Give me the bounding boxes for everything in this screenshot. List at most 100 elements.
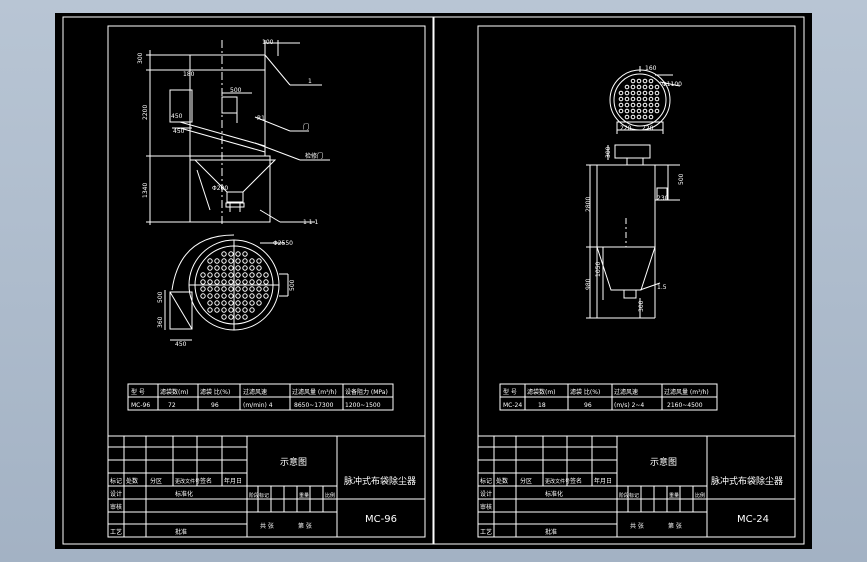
dim-text: 980 bbox=[585, 278, 592, 290]
filter-bag-hole bbox=[636, 114, 642, 120]
filter-bag-hole bbox=[642, 96, 648, 102]
left-sheet-text: 300 2200 1340 500 450 450 180 R1 Φ200 Φ2… bbox=[110, 39, 416, 536]
filter-bag-hole bbox=[630, 90, 636, 96]
filter-bag-hole bbox=[214, 272, 220, 278]
filter-bag-hole bbox=[636, 78, 642, 84]
filter-bag-hole bbox=[648, 114, 654, 120]
spec-header-cell: 过滤风量 (m³/h) bbox=[664, 388, 709, 396]
filter-bag-hole bbox=[221, 286, 227, 292]
right-plan-view bbox=[609, 66, 681, 134]
filter-bag-hole bbox=[242, 279, 248, 285]
filter-bag-hole bbox=[263, 293, 269, 299]
filter-bag-hole bbox=[256, 286, 262, 292]
title-drawing-number: MC-96 bbox=[365, 514, 397, 525]
dim-text: R1 bbox=[257, 115, 265, 122]
filter-bag-hole bbox=[242, 314, 248, 320]
dim-text: 220 bbox=[642, 125, 654, 132]
filter-bag-hole bbox=[221, 300, 227, 306]
title-label: 标准化 bbox=[545, 490, 563, 498]
filter-bag-hole bbox=[630, 96, 636, 102]
filter-bag-hole bbox=[263, 279, 269, 285]
filter-bag-hole bbox=[630, 84, 636, 90]
dim-text: 1.5 bbox=[657, 284, 667, 291]
left-sheet bbox=[62, 16, 435, 545]
title-label: 标记 bbox=[110, 477, 122, 485]
title-small-label: 阶段标记 bbox=[619, 492, 639, 499]
filter-bag-hole bbox=[242, 265, 248, 271]
filter-bag-hole bbox=[636, 102, 642, 108]
filter-bag-hole bbox=[228, 300, 234, 306]
filter-bag-hole bbox=[221, 251, 227, 257]
filter-bag-hole bbox=[249, 265, 255, 271]
right-spec-table bbox=[499, 383, 718, 411]
filter-bag-hole bbox=[221, 307, 227, 313]
dim-text: 500 bbox=[157, 291, 164, 303]
filter-bag-hole bbox=[642, 102, 648, 108]
title-label: 年月日 bbox=[594, 477, 612, 485]
filter-bag-hole bbox=[242, 293, 248, 299]
filter-bag-hole bbox=[221, 258, 227, 264]
title-label: 标记 bbox=[480, 477, 492, 485]
filter-bag-hole bbox=[256, 300, 262, 306]
title-small-label: 第 张 bbox=[298, 522, 312, 530]
title-label: 处数 bbox=[126, 477, 138, 485]
filter-bag-hole bbox=[256, 265, 262, 271]
dim-text: 230 bbox=[657, 195, 669, 202]
spec-value-cell: 72 bbox=[168, 402, 176, 409]
filter-bag-hole bbox=[654, 108, 660, 114]
right-title-block bbox=[477, 435, 796, 538]
filter-bag-hole bbox=[642, 84, 648, 90]
filter-bag-hole bbox=[221, 279, 227, 285]
filter-bag-hole bbox=[228, 251, 234, 257]
title-small-label: 共 张 bbox=[260, 522, 274, 530]
filter-bag-hole bbox=[235, 300, 241, 306]
filter-bag-hole bbox=[228, 279, 234, 285]
filter-bag-hole bbox=[256, 258, 262, 264]
filter-bag-hole bbox=[249, 272, 255, 278]
filter-bag-hole bbox=[648, 78, 654, 84]
title-label: 审核 bbox=[110, 503, 122, 511]
callout-label: 门 bbox=[303, 123, 309, 131]
spec-value-cell: (m/min) 4 bbox=[243, 402, 273, 409]
title-drawing-number: MC-24 bbox=[737, 514, 769, 525]
dim-text: 300 bbox=[638, 300, 645, 312]
filter-bag-hole bbox=[618, 108, 624, 114]
filter-bag-hole bbox=[242, 307, 248, 313]
filter-bag-hole bbox=[235, 286, 241, 292]
callout-label: 检修门 bbox=[305, 152, 323, 160]
title-label: 更改文件号 bbox=[175, 478, 200, 485]
filter-bag-hole bbox=[214, 286, 220, 292]
filter-bag-hole bbox=[200, 293, 206, 299]
spec-value-cell: MC-96 bbox=[131, 402, 150, 409]
filter-bag-hole bbox=[200, 272, 206, 278]
filter-bag-hole bbox=[228, 314, 234, 320]
filter-bag-hole bbox=[207, 279, 213, 285]
filter-bag-hole bbox=[242, 286, 248, 292]
spec-header-cell: 过滤风量 (m³/h) bbox=[292, 388, 337, 396]
filter-bag-hole bbox=[249, 293, 255, 299]
filter-bag-hole bbox=[624, 90, 630, 96]
spec-value-cell: 18 bbox=[538, 402, 546, 409]
filter-bag-hole bbox=[249, 307, 255, 313]
filter-bag-hole bbox=[618, 102, 624, 108]
filter-bag-hole bbox=[235, 265, 241, 271]
filter-bag-hole bbox=[648, 84, 654, 90]
left-spec-table bbox=[127, 383, 394, 411]
filter-bag-hole bbox=[249, 258, 255, 264]
filter-bag-hole bbox=[207, 300, 213, 306]
spec-header-cell: 型 号 bbox=[503, 388, 517, 396]
left-plan-view bbox=[164, 234, 289, 341]
spec-value-cell: 8650~17300 bbox=[294, 402, 334, 409]
filter-bag-hole bbox=[228, 307, 234, 313]
filter-bag-hole bbox=[256, 272, 262, 278]
filter-bag-hole bbox=[235, 279, 241, 285]
right-plan-bag-holes bbox=[618, 78, 660, 120]
filter-bag-hole bbox=[200, 279, 206, 285]
dim-text: Φ200 bbox=[212, 185, 228, 192]
dim-text: 160 bbox=[645, 65, 657, 72]
spec-header-cell: 型 号 bbox=[131, 388, 145, 396]
filter-bag-hole bbox=[654, 102, 660, 108]
title-small-label: 共 张 bbox=[630, 522, 644, 530]
